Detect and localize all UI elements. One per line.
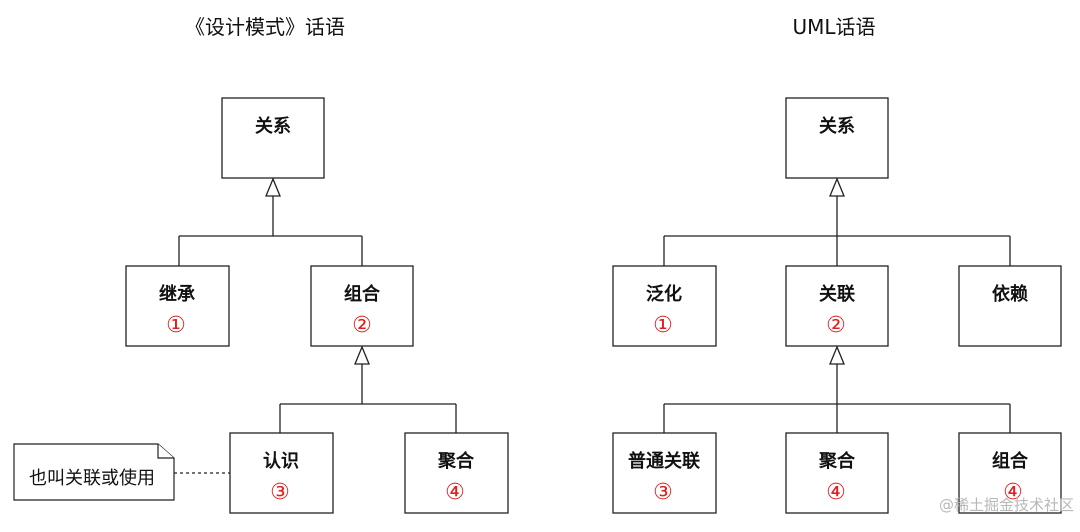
right-dependency-box: 依赖 — [958, 265, 1062, 347]
right-dependency-label: 依赖 — [992, 283, 1028, 305]
left-composition-box: 组合 ② — [310, 265, 414, 347]
left-title: 《设计模式》话语 — [185, 15, 345, 39]
left-acquaintance-box: 认识 ③ — [229, 432, 334, 514]
left-inheritance-label: 继承 — [159, 283, 196, 305]
right-generalization-label: 泛化 — [646, 283, 682, 305]
left-composition-number: ② — [352, 313, 372, 338]
left-aggregation-label: 聚合 — [437, 450, 475, 472]
right-aggregation-label: 聚合 — [818, 450, 856, 472]
left-acquaintance-number: ③ — [270, 480, 290, 505]
note-box: 也叫关联或使用 — [13, 443, 175, 501]
note-text: 也叫关联或使用 — [29, 468, 155, 489]
left-inheritance-box: 继承 ① — [125, 265, 230, 347]
right-ordinary-association-label: 普通关联 — [628, 450, 700, 472]
right-association-number: ② — [826, 313, 846, 338]
right-root-box: 关系 — [785, 97, 889, 179]
left-sub-generalization-connector — [279, 345, 457, 433]
right-title: UML话语 — [792, 15, 875, 39]
right-aggregation-box: 聚合 ④ — [785, 432, 889, 514]
right-association-box: 关联 ② — [785, 265, 889, 347]
right-composition-label: 组合 — [992, 450, 1029, 472]
left-root-label: 关系 — [255, 115, 291, 137]
left-acquaintance-label: 认识 — [263, 450, 299, 472]
right-generalization-box: 泛化 ① — [612, 265, 717, 347]
right-association-label: 关联 — [819, 283, 855, 305]
right-aggregation-number: ④ — [826, 480, 846, 505]
right-generalization-connector — [663, 177, 1011, 266]
watermark-text: @稀土掘金技术社区 — [939, 496, 1074, 514]
left-aggregation-box: 聚合 ④ — [404, 432, 509, 514]
left-inheritance-number: ① — [166, 313, 186, 338]
left-composition-label: 组合 — [344, 283, 381, 305]
right-root-label: 关系 — [819, 115, 855, 137]
right-ordinary-association-box: 普通关联 ③ — [612, 432, 717, 514]
right-generalization-number: ① — [653, 313, 673, 338]
left-root-box: 关系 — [221, 97, 325, 179]
right-composition-box: 组合 ④ — [958, 432, 1062, 514]
left-generalization-connector — [178, 177, 363, 266]
right-ordinary-association-number: ③ — [653, 480, 673, 505]
left-aggregation-number: ④ — [445, 480, 465, 505]
right-sub-generalization-connector — [663, 345, 1011, 433]
right-composition-number: ④ — [1003, 480, 1023, 505]
